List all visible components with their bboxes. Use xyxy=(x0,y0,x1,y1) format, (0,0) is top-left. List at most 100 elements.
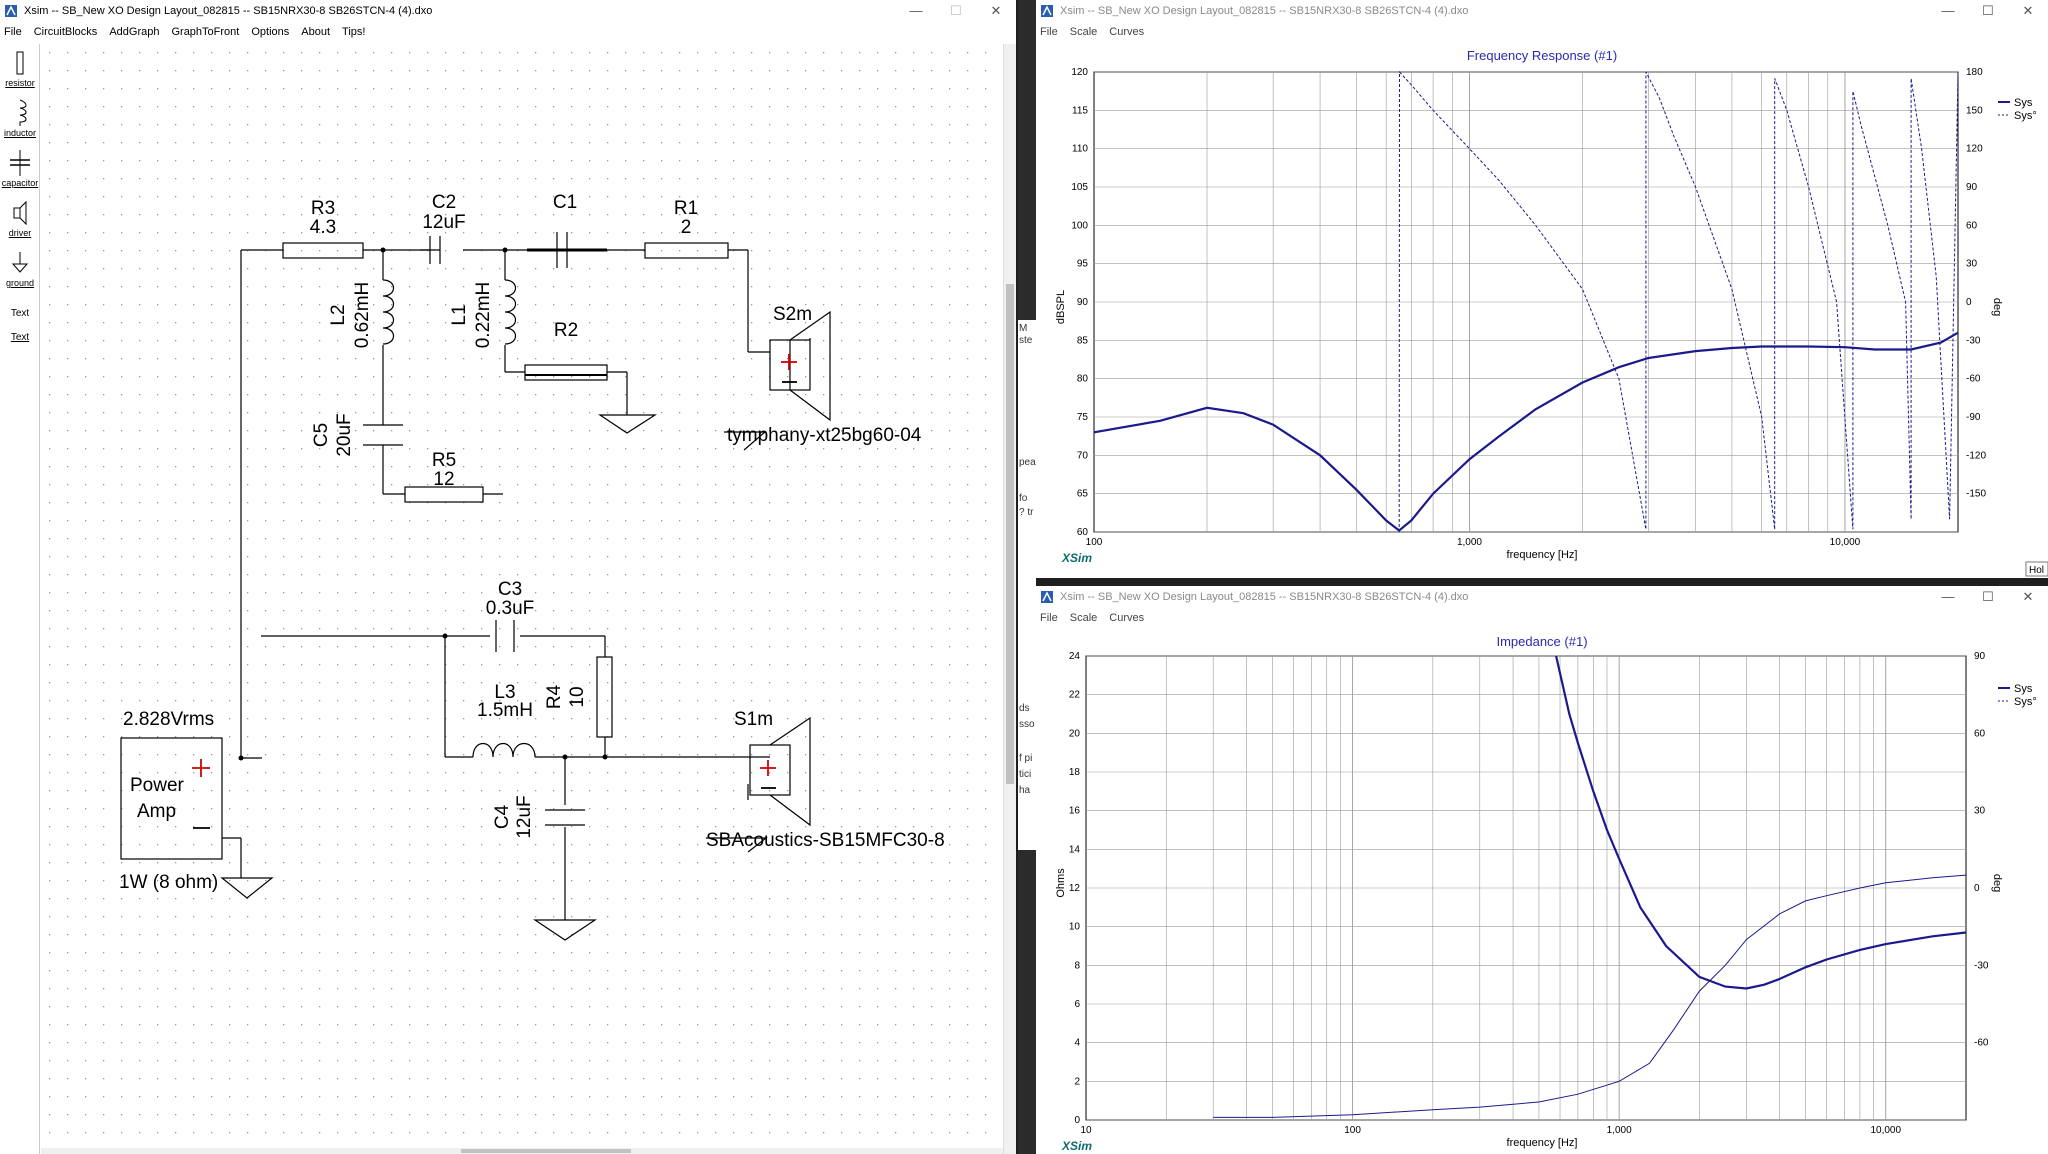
menu-circuitblocks[interactable]: CircuitBlocks xyxy=(33,26,98,38)
r5-value: 12 xyxy=(433,469,454,490)
menu-tips[interactable]: Tips! xyxy=(342,26,366,38)
menu-addgraph[interactable]: AddGraph xyxy=(109,26,160,38)
menu-file[interactable]: File xyxy=(4,26,22,38)
r5-name: R5 xyxy=(432,450,456,471)
bg-fragment: ds xyxy=(1019,703,1030,714)
y-tick-label: 120 xyxy=(1071,67,1088,78)
inductor-l2[interactable] xyxy=(382,279,395,345)
c4-name: C4 xyxy=(492,804,513,829)
menu-options[interactable]: Options xyxy=(251,26,290,38)
menu-graphtofront[interactable]: GraphToFront xyxy=(171,26,240,38)
hold-button[interactable] xyxy=(2025,561,2048,577)
inductor-l1[interactable] xyxy=(504,279,517,345)
y-tick-label: 2 xyxy=(1074,1076,1080,1087)
y-tick-label: 0 xyxy=(1074,1115,1080,1126)
r2-name: R2 xyxy=(554,320,578,341)
x-tick-label: 10,000 xyxy=(1830,537,1861,548)
y-tick-label: 110 xyxy=(1072,144,1088,155)
maximize-icon[interactable]: ☐ xyxy=(950,3,962,18)
ground-symbol xyxy=(533,919,597,941)
r4-name: R4 xyxy=(544,684,565,709)
wires xyxy=(222,249,770,920)
inductor-l3[interactable] xyxy=(472,742,536,758)
capacitor-c3[interactable] xyxy=(495,620,515,652)
x-tick-label: 100 xyxy=(1086,537,1103,548)
x-axis-label: frequency [Hz] xyxy=(1507,549,1578,561)
schematic-vscroll[interactable] xyxy=(1003,44,1016,1154)
menu-about[interactable]: About xyxy=(301,26,331,38)
palette-capacitor[interactable]: capacitor xyxy=(0,148,40,188)
bg-fragment: ha xyxy=(1019,785,1031,796)
palette-ground[interactable]: ground xyxy=(0,248,40,288)
imp-titlebar[interactable]: Xsim -- SB_New XO Design Layout_082815 -… xyxy=(1036,586,2048,608)
chart-series xyxy=(1093,70,1959,533)
fr-titlebar[interactable]: Xsim -- SB_New XO Design Layout_082815 -… xyxy=(1036,0,2048,22)
maximize-icon[interactable]: ☐ xyxy=(1982,589,1994,604)
resistor-r3[interactable] xyxy=(282,242,364,259)
schematic-window: Xsim -- SB_New XO Design Layout_082815 -… xyxy=(0,0,1016,1154)
menu-curves[interactable]: Curves xyxy=(1109,26,1145,38)
s2m-model: tymphany-xt25bg60-04 xyxy=(727,425,922,446)
menu-file[interactable]: File xyxy=(1040,26,1058,38)
y-axis-label: Ohms xyxy=(1055,868,1067,898)
capacitor-c4[interactable] xyxy=(545,809,585,826)
bg-fragment: M xyxy=(1019,323,1028,334)
menu-scale[interactable]: Scale xyxy=(1069,612,1098,624)
menu-file[interactable]: File xyxy=(1040,612,1058,624)
grid-dots xyxy=(41,44,1009,1150)
palette-driver[interactable]: driver xyxy=(0,198,40,238)
menu-scale[interactable]: Scale xyxy=(1069,26,1098,38)
scroll-thumb[interactable] xyxy=(1006,284,1014,784)
close-icon[interactable]: ✕ xyxy=(990,3,1002,18)
palette-label: driver xyxy=(8,228,32,238)
x-tick-label: 1,000 xyxy=(1607,1125,1632,1136)
capacitor-c5[interactable] xyxy=(363,424,403,446)
schematic-titlebar[interactable]: Xsim -- SB_New XO Design Layout_082815 -… xyxy=(0,0,1016,22)
palette-inductor[interactable]: inductor xyxy=(0,98,40,138)
legend-sys-phase: Sys° xyxy=(2014,110,2037,122)
l2-name: L2 xyxy=(328,304,349,325)
l1-name: L1 xyxy=(449,304,470,325)
capacitor-c2[interactable] xyxy=(420,236,441,264)
capacitor-icon xyxy=(10,150,30,176)
minimize-icon[interactable]: — xyxy=(1941,3,1955,18)
menu-curves[interactable]: Curves xyxy=(1109,612,1145,624)
bg-fragment: f pi xyxy=(1019,753,1033,764)
speaker-icon xyxy=(13,200,27,226)
window-separator xyxy=(1036,578,2048,586)
scroll-thumb[interactable] xyxy=(461,1149,631,1153)
resistor-r1[interactable] xyxy=(644,242,729,259)
speaker-s1m[interactable] xyxy=(749,716,811,827)
maximize-icon[interactable]: ☐ xyxy=(1982,3,1994,18)
palette-text[interactable]: Text xyxy=(0,308,40,319)
schematic-hscroll[interactable] xyxy=(41,1148,1003,1154)
resistor-r2[interactable] xyxy=(524,364,608,381)
ground-symbol xyxy=(724,431,767,451)
close-icon[interactable]: ✕ xyxy=(2022,589,2034,604)
schematic-menubar: File CircuitBlocks AddGraph GraphToFront… xyxy=(0,22,1016,42)
power-amp-box[interactable] xyxy=(120,737,223,860)
component-palette: resistor inductor capacitor driver groun… xyxy=(0,44,40,1154)
frequency-response-chart[interactable]: Frequency Response (#1) 6065707580859095… xyxy=(1036,42,2048,578)
capacitor-c1[interactable] xyxy=(527,232,607,268)
palette-text-underlined[interactable]: Text xyxy=(0,332,40,343)
chart-ticks: 6065707580859095100105110115120-150-120-… xyxy=(1071,67,1986,548)
hold-label: Hol xyxy=(2029,565,2044,576)
y2-tick-label: 120 xyxy=(1966,144,1983,155)
close-icon[interactable]: ✕ xyxy=(2022,3,2034,18)
l2-value: 0.62mH xyxy=(352,282,373,349)
y-tick-label: 70 xyxy=(1077,450,1089,461)
palette-resistor[interactable]: resistor xyxy=(0,48,40,88)
c5-name: C5 xyxy=(311,423,332,447)
impedance-chart[interactable]: Impedance (#1) 024681012141618202224-60-… xyxy=(1036,628,2048,1154)
schematic-canvas[interactable]: R3 4.3 C2 12uF C1 R1 2 R2 R5 12 S2m tymp… xyxy=(41,44,1009,1150)
minimize-icon[interactable]: — xyxy=(1941,589,1955,604)
resistor-r4[interactable] xyxy=(596,656,613,738)
chart-series xyxy=(1213,655,1967,1118)
x-axis-label: frequency [Hz] xyxy=(1507,1137,1578,1149)
y2-tick-label: -90 xyxy=(1966,412,1981,423)
resistor-r5[interactable] xyxy=(404,486,484,503)
xsim-app-icon xyxy=(1041,591,1053,603)
minimize-icon[interactable]: — xyxy=(909,3,923,18)
